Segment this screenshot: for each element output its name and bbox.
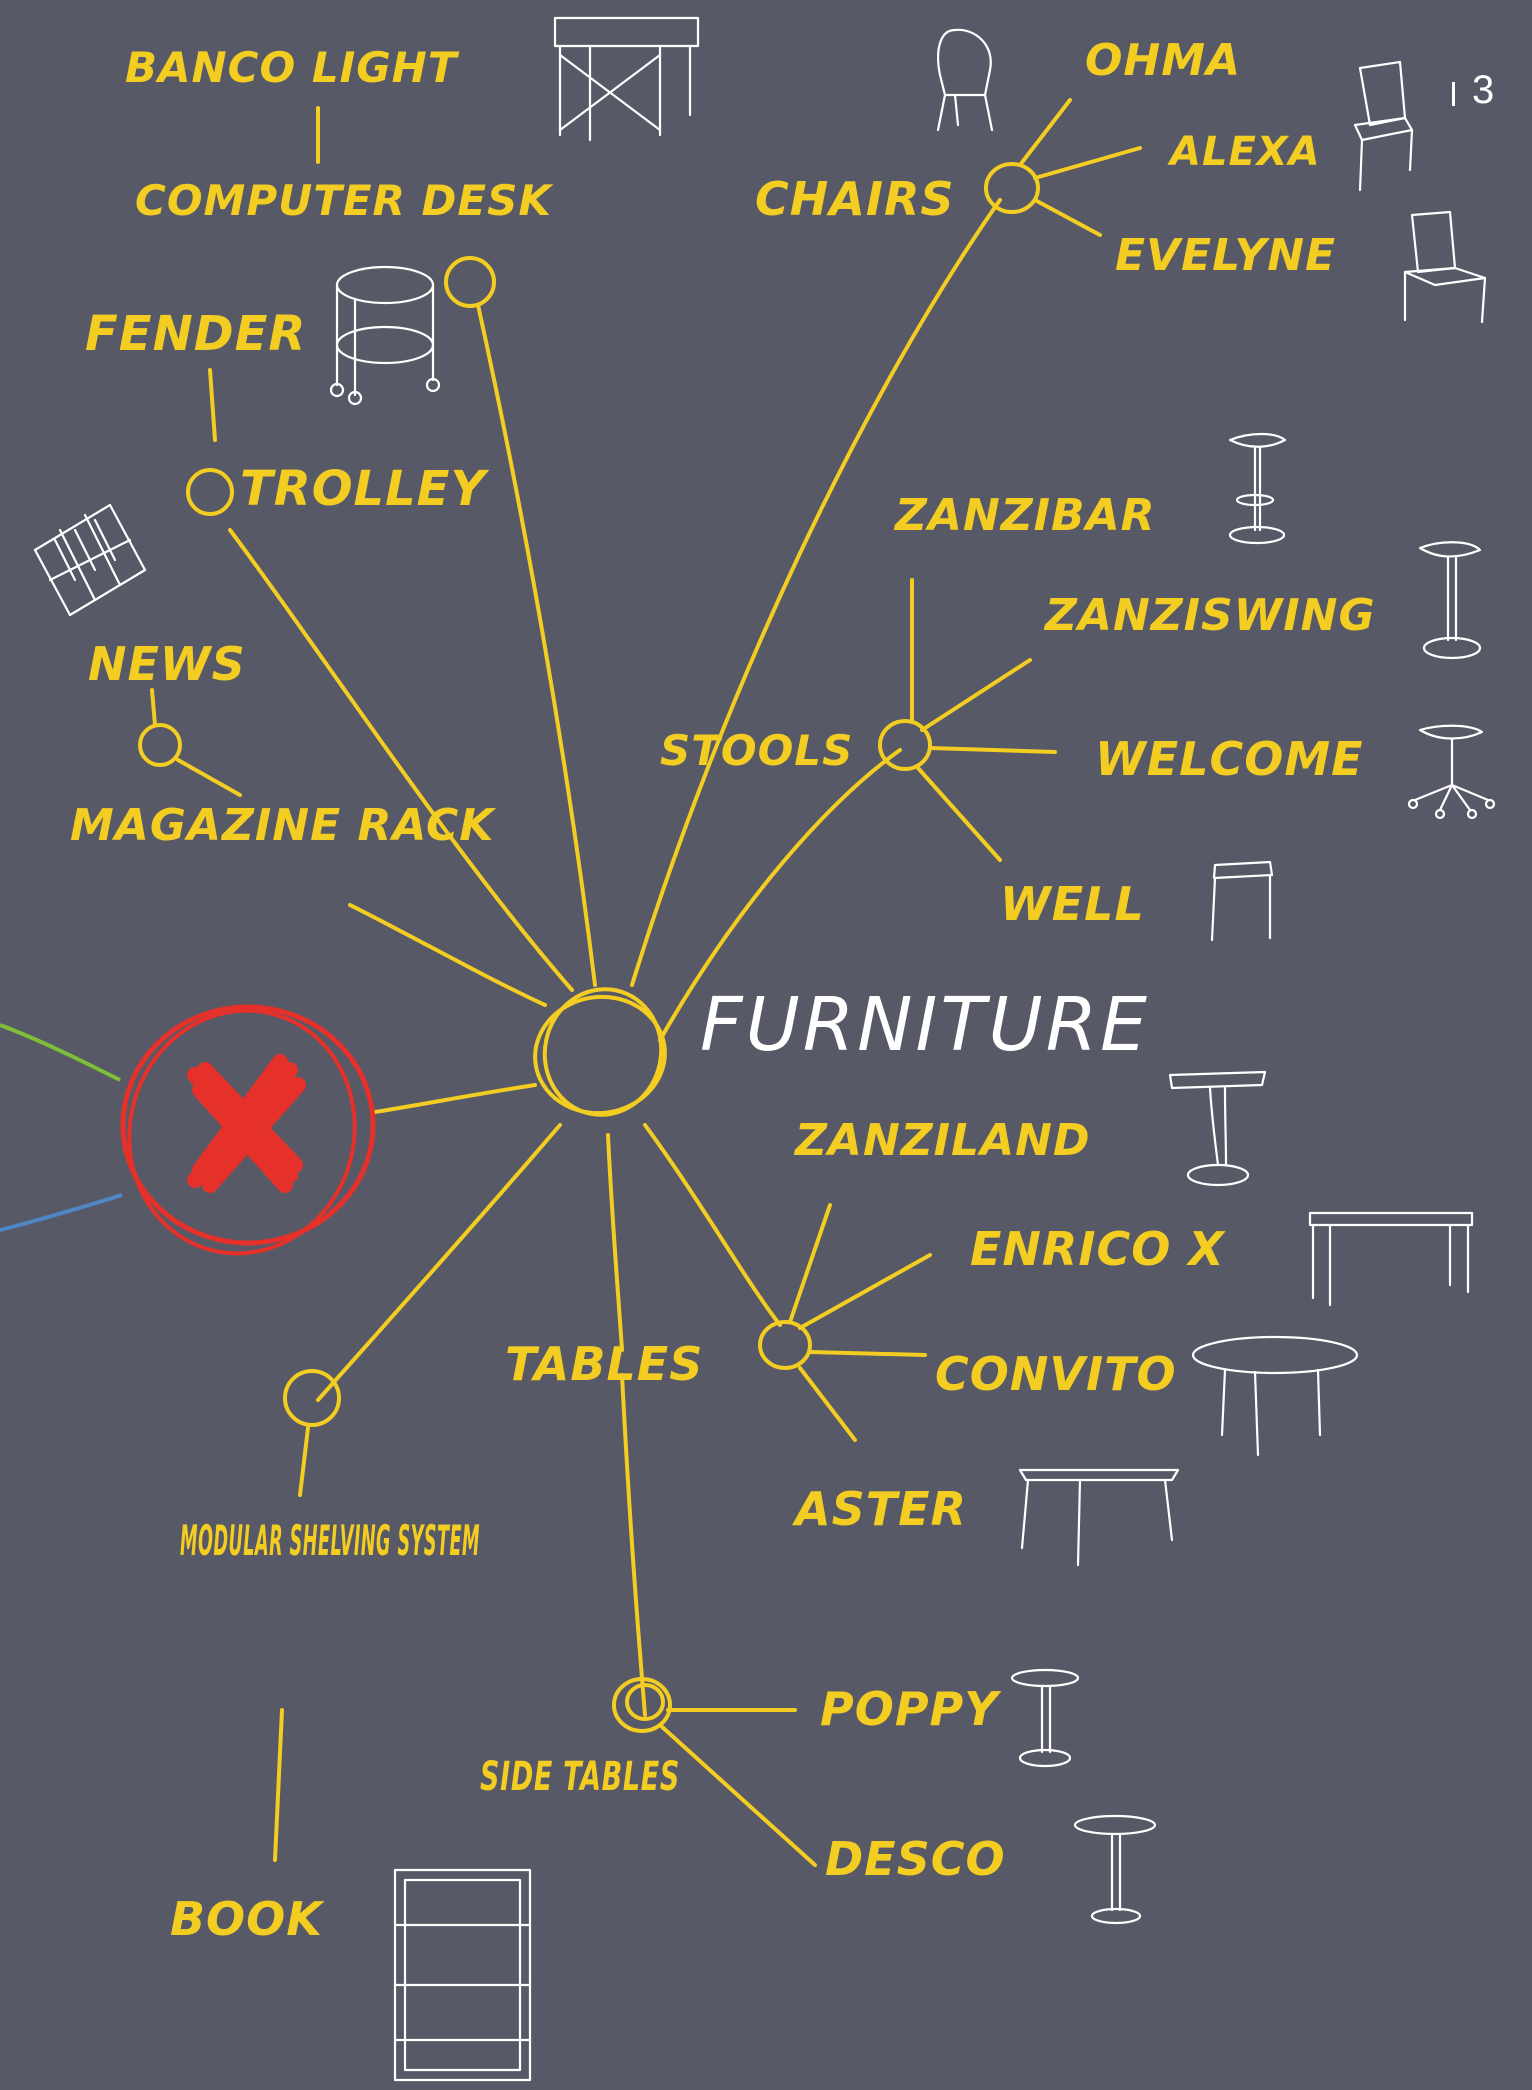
trolley-node bbox=[188, 470, 232, 514]
trolley-group: FENDER TROLLEY bbox=[85, 267, 489, 517]
alexa-label: ALEXA bbox=[1167, 129, 1321, 175]
ohma-connector bbox=[1020, 100, 1070, 165]
table-icon-aster bbox=[1020, 1470, 1178, 1565]
office-stool-icon-welcome bbox=[1409, 726, 1494, 818]
modular-shelving-label: MODULAR SHELVING SYSTEM bbox=[180, 1516, 480, 1565]
stools-group: STOOLS ZANZIBAR ZANZISWING WELCOME WELL bbox=[660, 434, 1494, 940]
desk-group: BANCO LIGHT COMPUTER DESK bbox=[125, 18, 698, 306]
zanziland-group: ZANZILAND bbox=[793, 1072, 1265, 1185]
table-icon-zanziland bbox=[1170, 1072, 1265, 1185]
bar-stool-icon-zanzibar bbox=[1230, 434, 1285, 543]
chairs-node bbox=[986, 164, 1038, 212]
desco-label: DESCO bbox=[825, 1832, 1006, 1886]
trolley-icon bbox=[331, 267, 439, 404]
banco-light-label: BANCO LIGHT bbox=[125, 43, 460, 92]
branch-tables bbox=[645, 1125, 780, 1325]
evelyne-connector bbox=[1035, 200, 1100, 235]
zanziswing-label: ZANZISWING bbox=[1043, 590, 1376, 641]
computer-desk-label: COMPUTER DESK bbox=[135, 176, 554, 225]
cross-node bbox=[102, 985, 382, 1279]
enrico-connector-a bbox=[790, 1205, 830, 1322]
center-circle-inner bbox=[533, 978, 673, 1125]
book-label: BOOK bbox=[170, 1892, 325, 1946]
stool-icon-well bbox=[1212, 862, 1272, 940]
enrico-x-label: ENRICO X bbox=[970, 1222, 1226, 1276]
poppy-label: POPPY bbox=[820, 1682, 1002, 1736]
branch-tables-down bbox=[608, 1135, 622, 1350]
aster-connector bbox=[800, 1368, 855, 1440]
well-label: WELL bbox=[1000, 877, 1145, 931]
center-circle bbox=[528, 989, 673, 1122]
well-connector bbox=[918, 768, 1000, 860]
ohma-label: OHMA bbox=[1085, 35, 1241, 86]
tables-node bbox=[760, 1322, 810, 1368]
zanziland-label: ZANZILAND bbox=[793, 1115, 1091, 1166]
news-connector bbox=[152, 690, 155, 725]
table-icon-enrico bbox=[1310, 1213, 1472, 1305]
tables-label: TABLES bbox=[505, 1337, 703, 1391]
magazine-rack-node bbox=[140, 725, 180, 765]
bar-stool-icon-zanziswing bbox=[1420, 542, 1480, 658]
magazine-rack-icon bbox=[35, 505, 145, 615]
green-branch-line bbox=[0, 1025, 120, 1080]
computer-desk-node bbox=[446, 258, 494, 306]
alexa-connector bbox=[1035, 148, 1140, 178]
zanziswing-connector bbox=[922, 660, 1030, 730]
shelving-group: MODULAR SHELVING SYSTEM BOOK bbox=[170, 1371, 530, 2080]
side-tables-group: SIDE TABLES POPPY DESCO bbox=[480, 1670, 1155, 1923]
branch-trolley bbox=[230, 530, 572, 990]
branch-chairs bbox=[632, 200, 1000, 985]
chairs-group: CHAIRS OHMA ALEXA EVELYNE bbox=[755, 30, 1485, 322]
fender-connector bbox=[210, 370, 215, 440]
desk-icon bbox=[555, 18, 698, 140]
center-label: FURNITURE bbox=[700, 982, 1150, 1068]
chair-icon-alexa bbox=[1355, 62, 1412, 190]
shelving-connector bbox=[300, 1428, 308, 1495]
convito-label: CONVITO bbox=[935, 1347, 1177, 1401]
welcome-connector bbox=[930, 748, 1055, 752]
trolley-label: TROLLEY bbox=[240, 461, 489, 517]
side-table-icon-desco bbox=[1075, 1816, 1155, 1923]
desco-connector bbox=[660, 1725, 815, 1865]
welcome-label: WELCOME bbox=[1095, 732, 1364, 786]
news-label: NEWS bbox=[88, 637, 246, 691]
fender-label: FENDER bbox=[85, 306, 306, 362]
evelyne-label: EVELYNE bbox=[1115, 230, 1336, 281]
magazine-rack-group: NEWS MAGAZINE RACK bbox=[35, 505, 496, 851]
aster-label: ASTER bbox=[792, 1482, 967, 1536]
branch-cross bbox=[375, 1085, 535, 1112]
bookshelf-icon bbox=[395, 1870, 530, 2080]
branch-side-tables bbox=[622, 1375, 645, 1715]
magazine-connector bbox=[178, 760, 240, 795]
book-connector bbox=[275, 1710, 282, 1860]
chair-icon-ohma bbox=[938, 30, 992, 130]
center-node: FURNITURE bbox=[528, 978, 1150, 1125]
side-tables-label: SIDE TABLES bbox=[480, 1754, 680, 1800]
tables-group: TABLES ENRICO X CONVITO ASTER bbox=[505, 1205, 1472, 1565]
modular-shelving-node bbox=[285, 1371, 339, 1425]
side-table-icon-poppy bbox=[1012, 1670, 1078, 1766]
magazine-rack-label: MAGAZINE RACK bbox=[70, 800, 496, 851]
branch-computer-desk bbox=[478, 305, 595, 985]
blue-branch-line bbox=[0, 1195, 122, 1230]
enrico-connector-b bbox=[800, 1255, 930, 1328]
zanzibar-label: ZANZIBAR bbox=[893, 490, 1156, 541]
round-table-icon-convito bbox=[1193, 1337, 1357, 1455]
convito-connector bbox=[810, 1352, 925, 1355]
chair-icon-evelyne bbox=[1405, 212, 1485, 322]
stools-label: STOOLS bbox=[660, 726, 853, 775]
chairs-label: CHAIRS bbox=[755, 172, 955, 226]
